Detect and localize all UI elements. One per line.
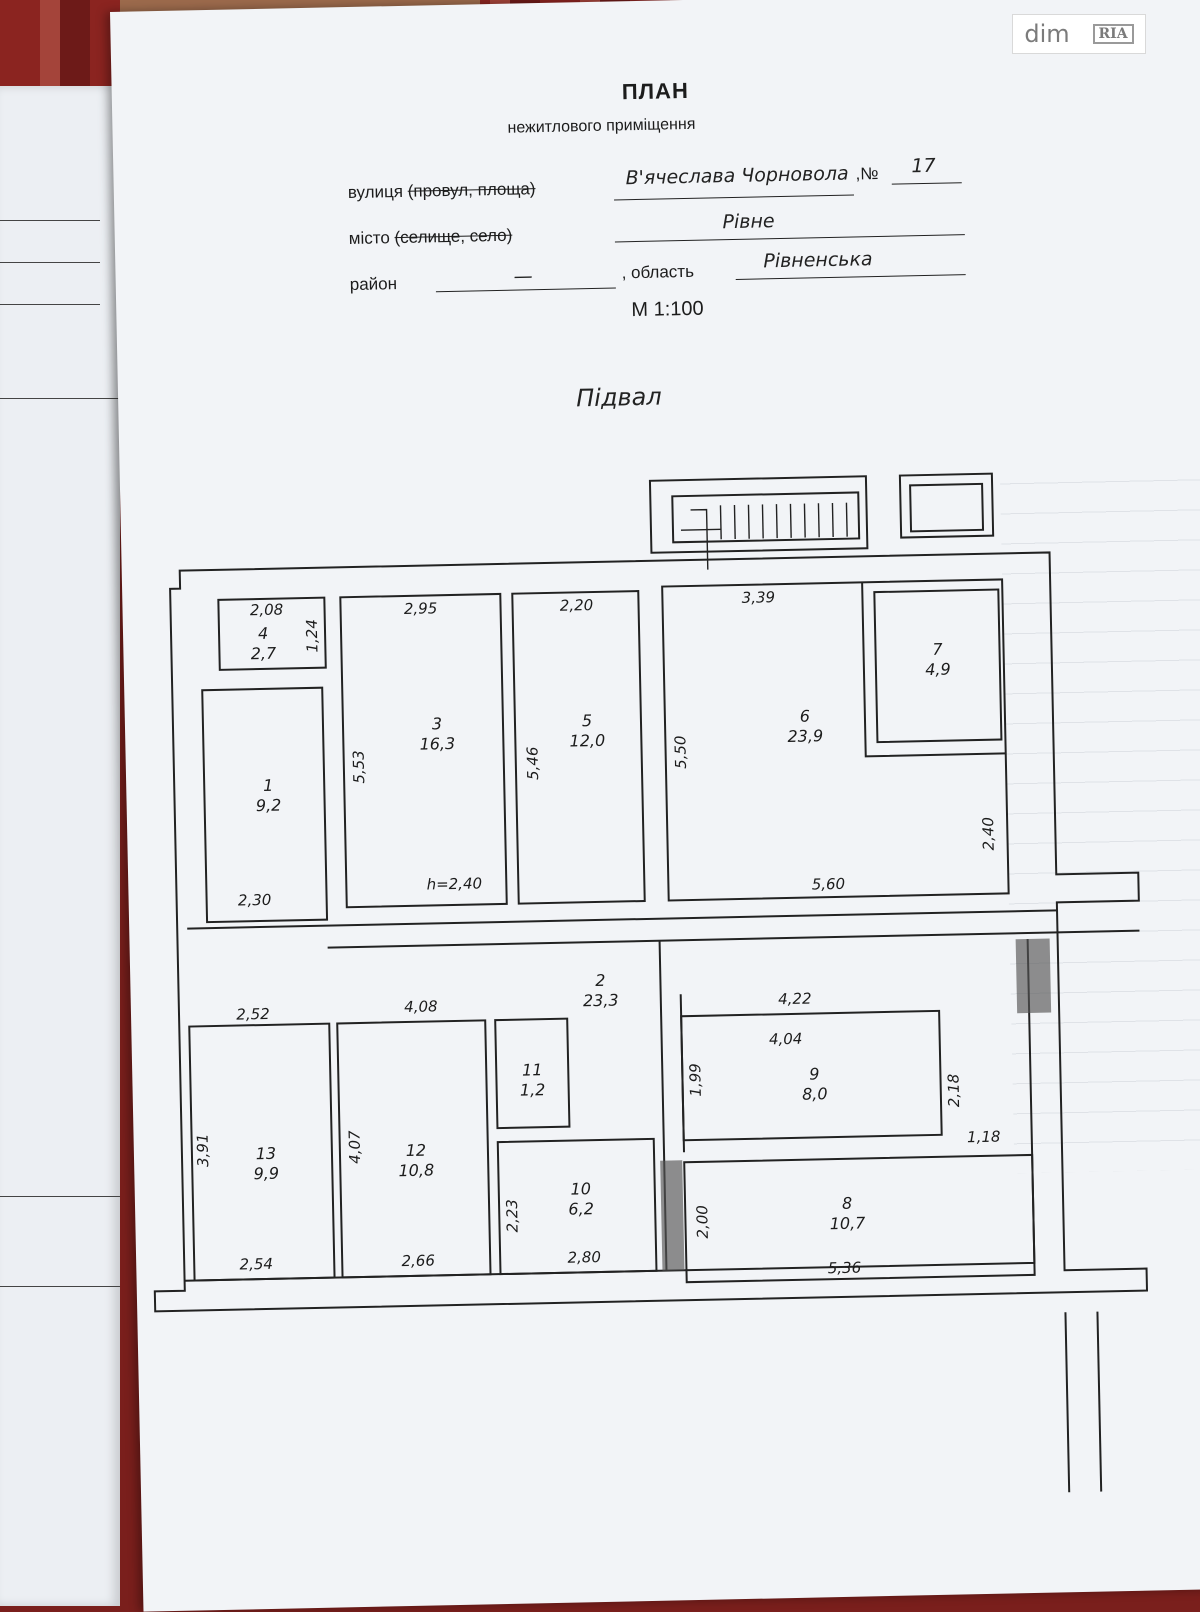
vent-shaft-inner	[909, 482, 985, 533]
room-6-outline	[661, 578, 1010, 902]
dimension-label: 5,50	[671, 735, 690, 769]
room-7-outline	[861, 582, 1006, 758]
room-7-inner	[873, 588, 1003, 744]
form-line	[0, 398, 120, 399]
dimension-label: 2,20	[560, 596, 594, 615]
dimension-label: 3,39	[742, 588, 776, 607]
exterior-wall	[1096, 1311, 1103, 1492]
dimension-label: 5,60	[812, 875, 846, 894]
room-8-number: 8	[842, 1194, 853, 1213]
dimension-label: 5,36	[828, 1259, 862, 1278]
dimension-label: 1,24	[303, 619, 322, 653]
room-11-area: 1,2	[520, 1080, 546, 1100]
room-4-outline	[217, 596, 327, 671]
form-line	[0, 304, 100, 305]
dimension-label: 1,18	[967, 1128, 1001, 1147]
room-7-area: 4,9	[925, 660, 951, 680]
dimension-label: 4,08	[404, 997, 438, 1016]
dimension-label: 3,91	[194, 1133, 213, 1167]
dimension-label: 4,07	[345, 1130, 364, 1164]
dimension-label: h=2,40	[426, 874, 482, 893]
outer-wall	[153, 551, 1149, 1313]
room-6-area: 23,9	[787, 726, 823, 746]
room-9-area: 8,0	[802, 1084, 828, 1104]
room-8-outline	[683, 1153, 1036, 1284]
room-7-number: 7	[932, 640, 943, 659]
room-12-number: 12	[406, 1141, 427, 1160]
room-4-number: 4	[258, 624, 269, 643]
room-9-number: 9	[809, 1064, 820, 1083]
room-2-number: 2	[595, 971, 606, 990]
corridor-wall-top	[187, 909, 1058, 930]
room-10-area: 6,2	[568, 1199, 594, 1219]
dimension-label: 2,52	[236, 1005, 270, 1024]
room-13-outline	[188, 1022, 336, 1282]
room-11-outline	[494, 1017, 571, 1130]
floor-plan-drawing: 4 2,7 1 9,2 3 16,3 5 12,0 6 23,9 7 4,9 2…	[153, 472, 1149, 1493]
hatched-column	[660, 1160, 685, 1271]
room-10-outline	[496, 1137, 658, 1276]
logo-text: dim	[1024, 20, 1070, 48]
stair-treads	[680, 502, 848, 570]
dimension-label: 4,04	[769, 1030, 803, 1049]
left-page	[0, 86, 120, 1606]
form-line	[0, 262, 100, 263]
exterior-wall	[1064, 1312, 1071, 1493]
room-4-area: 2,7	[251, 644, 278, 664]
room-5-outline	[511, 590, 646, 905]
vent-shaft	[898, 472, 995, 539]
dimension-label: 2,80	[567, 1248, 601, 1267]
dimension-label: 4,22	[778, 990, 812, 1009]
room-8-area: 10,7	[830, 1213, 867, 1233]
dimension-label: 2,08	[250, 601, 284, 620]
dimension-label: 2,23	[503, 1199, 522, 1233]
room-1-number: 1	[263, 776, 274, 795]
dimension-label: 5,53	[350, 750, 369, 784]
dimension-label: 1,99	[686, 1063, 705, 1097]
logo-badge: RIA	[1092, 24, 1134, 44]
room-12-area: 10,8	[398, 1160, 434, 1180]
room-6-number: 6	[800, 706, 811, 725]
room-1-outline	[201, 686, 329, 924]
dimension-label: 2,54	[239, 1255, 273, 1274]
room-2-area: 23,3	[583, 991, 619, 1011]
dimension-label: 2,66	[401, 1251, 435, 1270]
room-3-outline	[339, 592, 508, 909]
room-3-number: 3	[432, 714, 443, 733]
corridor-wall	[327, 929, 1140, 949]
dimension-label: 2,18	[944, 1074, 963, 1108]
room-13-number: 13	[256, 1144, 277, 1163]
dimension-label: 2,30	[238, 891, 272, 910]
room-5-area: 12,0	[569, 731, 605, 751]
plan-document-page: ПЛАН нежитлового приміщення вулиця (пров…	[110, 0, 1200, 1612]
dimension-label: 2,95	[404, 599, 438, 618]
partition-wall	[679, 994, 686, 1153]
stair-enclosure	[648, 475, 869, 554]
form-line	[0, 220, 100, 221]
form-line	[0, 1196, 120, 1197]
room-1-area: 9,2	[256, 796, 282, 816]
hatched-column	[1015, 938, 1052, 1014]
room-13-area: 9,9	[253, 1164, 279, 1184]
stair-inner	[671, 491, 861, 544]
dimension-label: 5,46	[523, 746, 542, 780]
room-11-number: 11	[522, 1060, 543, 1079]
dimria-logo[interactable]: dim RIA	[1012, 14, 1146, 54]
dimension-label: 2,40	[979, 817, 998, 851]
dimension-label: 2,00	[693, 1205, 712, 1239]
room-5-number: 5	[582, 711, 593, 730]
room-3-area: 16,3	[419, 734, 455, 754]
room-12-outline	[336, 1019, 492, 1279]
room-10-number: 10	[570, 1179, 591, 1198]
form-line	[0, 1286, 120, 1287]
